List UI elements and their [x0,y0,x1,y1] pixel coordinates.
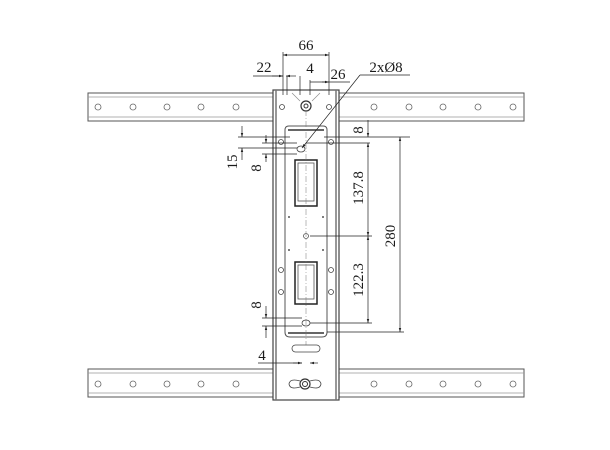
top-rail-holes-left [94,103,240,111]
dim-66: 66 [299,38,315,54]
dim-280: 280 [383,225,399,248]
dim-hole-callout: 2xØ8 [369,60,402,76]
dim-26: 26 [331,67,347,83]
vertical-bracket [272,89,340,401]
bottom-rail-holes-right [370,380,517,388]
dim-4-top: 4 [306,61,314,77]
bottom-rail-holes-left [94,380,240,388]
dim-4-bottom: 4 [258,348,266,364]
dim-8-right-top: 8 [351,126,367,134]
wing-nut-icon [288,378,322,390]
dim-8-left-top: 8 [249,164,265,172]
dim-122-3: 122.3 [351,263,367,297]
dimension-lines [238,52,410,365]
dim-137-8: 137.8 [351,171,367,205]
dim-15: 15 [225,155,241,170]
top-rail-holes-right [370,103,517,111]
dim-22: 22 [257,60,272,76]
dim-8-left-bottom: 8 [249,301,265,309]
